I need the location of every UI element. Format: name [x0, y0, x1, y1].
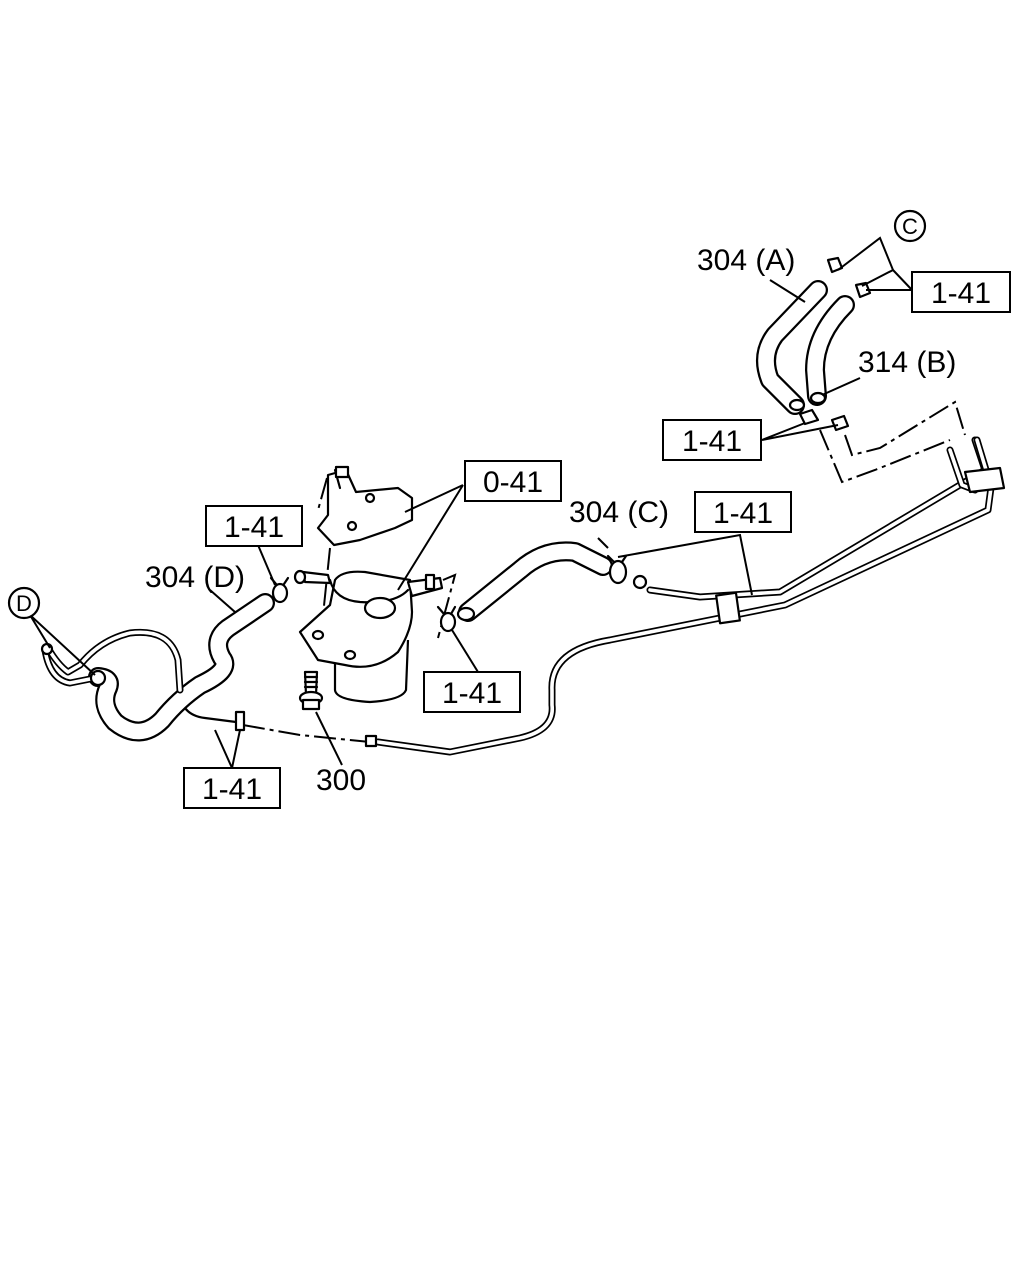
phantom-line-right-upper — [844, 400, 966, 457]
fuel-filter-assembly — [269, 465, 457, 704]
label-300: 300 — [316, 764, 366, 797]
svg-text:D: D — [16, 591, 32, 616]
hose-304-c — [456, 541, 613, 622]
fuel-pipe-left-loop — [40, 628, 184, 694]
label-304-a: 304 (A) — [697, 244, 795, 277]
svg-text:1-41: 1-41 — [224, 511, 284, 544]
filter-bracket — [316, 468, 414, 547]
hose-314-b — [805, 295, 855, 406]
svg-text:C: C — [902, 214, 918, 239]
hose-clamp-c — [606, 554, 628, 585]
svg-text:1-41: 1-41 — [202, 773, 262, 806]
pipe-bracket — [963, 466, 1006, 494]
main-fuel-pipe-run — [374, 436, 996, 756]
leader-lines — [29, 236, 913, 769]
label-314-b: 314 (B) — [858, 346, 956, 379]
pipe-end-c — [632, 574, 648, 590]
marker-d: D — [7, 586, 41, 620]
ref-box-1-41-center-right: 1-41 — [694, 491, 792, 533]
ref-box-1-41-left-top: 1-41 — [205, 505, 303, 547]
ref-box-1-41-right-mid: 1-41 — [662, 419, 762, 461]
marker-c: C — [893, 209, 927, 243]
ref-box-1-41-bottom-left: 1-41 — [183, 767, 281, 809]
hose-304-d — [88, 593, 275, 742]
hose-clamp-filter-outlet — [436, 605, 457, 633]
svg-text:0-41: 0-41 — [483, 466, 543, 499]
label-304-d: 304 (D) — [145, 561, 245, 594]
phantom-line-right — [819, 429, 951, 484]
label-304-c: 304 (C) — [569, 496, 669, 529]
svg-text:1-41: 1-41 — [682, 425, 742, 458]
bolt-300 — [298, 670, 324, 711]
svg-text:1-41: 1-41 — [442, 677, 502, 710]
pipe-clamp — [715, 591, 741, 625]
svg-text:1-41: 1-41 — [713, 497, 773, 530]
ref-box-0-41: 0-41 — [464, 460, 562, 502]
svg-text:1-41: 1-41 — [931, 277, 991, 310]
hose-304-a — [756, 280, 828, 415]
phantom-line-bottom — [242, 724, 371, 743]
ref-box-1-41-top-right: 1-41 — [911, 271, 1011, 313]
ref-box-1-41-center: 1-41 — [423, 671, 521, 713]
